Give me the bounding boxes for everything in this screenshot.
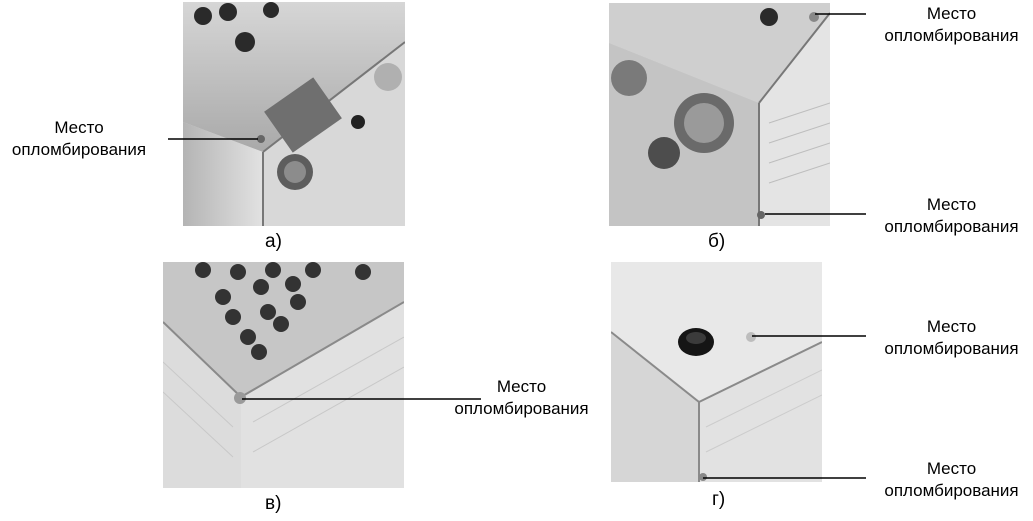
- panel-letter-b: б): [708, 231, 726, 252]
- callout-g-top: Место опломбирования: [870, 316, 1033, 360]
- photo-device-b: [609, 3, 830, 226]
- callout-g-top-line1: Место: [926, 317, 977, 336]
- callout-v: Место опломбирования: [440, 376, 603, 420]
- callout-g-bottom-line1: Место: [926, 459, 977, 478]
- callout-g-top-line2: опломбирования: [884, 339, 1019, 358]
- callout-v-line2: опломбирования: [454, 399, 589, 418]
- photo-device-a: [183, 2, 405, 226]
- callout-b-bottom: Место опломбирования: [870, 194, 1033, 238]
- callout-a-line2: опломбирования: [11, 140, 147, 159]
- callout-b-top-line2: опломбирования: [884, 26, 1019, 45]
- photo-device-v: [163, 262, 404, 488]
- callout-b-top: Место опломбирования: [870, 3, 1033, 47]
- photo-device-g: [611, 262, 822, 482]
- callout-b-bottom-line1: Место: [926, 195, 977, 214]
- callout-b-bottom-line2: опломбирования: [884, 217, 1019, 236]
- panel-letter-a: а): [265, 231, 282, 252]
- callout-b-top-line1: Место: [926, 4, 977, 23]
- callout-v-line1: Место: [496, 377, 547, 396]
- panel-letter-v: в): [265, 493, 282, 514]
- callout-g-bottom: Место опломбирования: [870, 458, 1033, 502]
- callout-a: Место опломбирования: [0, 117, 158, 161]
- callout-g-bottom-line2: опломбирования: [884, 481, 1019, 500]
- callout-a-line1: Место: [54, 118, 104, 137]
- panel-letter-g: г): [712, 489, 726, 510]
